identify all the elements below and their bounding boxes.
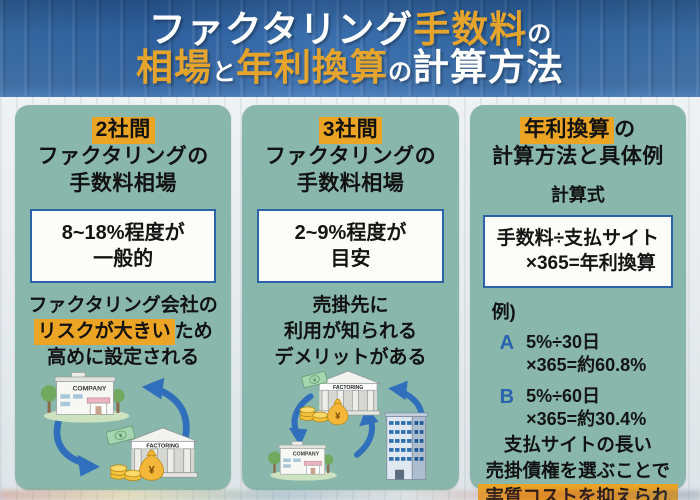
formula-line1: 手数料÷支払サイト xyxy=(496,227,660,249)
card-annual-rate-heading: 年利換算の 計算方法と具体例 xyxy=(492,117,664,171)
note-annual-rate: 支払サイトの長い 売掛債権を選ぶことで 実質コストを抑えられる xyxy=(477,432,678,500)
title-banner: ファクタリング手数料の 相場と年利換算の計算方法 xyxy=(0,0,700,97)
example-row-a: A 5%÷30日 ×365=約60.8% xyxy=(492,331,668,378)
note-two-company: ファクタリング会社の リスクが大きいため 高めに設定される xyxy=(29,293,218,372)
money-bag-icon: ¥ xyxy=(139,450,164,481)
example-calc-line1: 5%÷60日 xyxy=(526,385,601,406)
money-bag-icon: ¥ xyxy=(327,399,349,426)
note-line1: ファクタリング会社の xyxy=(28,294,218,316)
title-text: ファクタリング xyxy=(148,8,414,50)
title-line-1: ファクタリング手数料の xyxy=(136,8,564,50)
examples-section: 例) A 5%÷30日 ×365=約60.8% B 5%÷60日 ×365=約3… xyxy=(478,294,678,432)
note-three-company: 売掛先に 利用が知られる デメリットがある xyxy=(274,293,426,372)
example-calc-line2: ×365=約30.4% xyxy=(526,409,647,430)
two-company-flow-illustration: COMPANY FACTORING xyxy=(40,372,198,482)
example-row-b: B 5%÷60日 ×365=約30.4% xyxy=(492,385,668,432)
rate-line2: 目安 xyxy=(330,247,371,270)
rate-line2: 一般的 xyxy=(93,247,154,270)
example-label: 例) xyxy=(491,302,516,323)
bag-yen-label: ¥ xyxy=(335,411,341,422)
three-company-flow-illustration: FACTORING xyxy=(268,371,428,481)
note-line2: 利用が知られる xyxy=(283,320,417,342)
example-text: 5%÷30日 ×365=約60.8% xyxy=(526,331,646,378)
note-line1: 支払サイトの長い xyxy=(503,433,652,455)
bag-yen-label: ¥ xyxy=(148,465,155,477)
example-id: B xyxy=(499,385,515,408)
card-two-company-heading: 2社間 ファクタリングの 手数料相場 xyxy=(38,117,209,198)
card-row: 2社間 ファクタリングの 手数料相場 8~18%程度が 一般的 ファクタリング会… xyxy=(15,105,686,500)
coin-stack-icon xyxy=(299,406,329,423)
formula-label: 計算式 xyxy=(550,184,605,205)
factoring-label: FACTORING xyxy=(333,385,363,391)
heading-line3: 手数料相場 xyxy=(69,171,177,195)
heading-highlight-nenri: 年利換算 xyxy=(520,117,615,144)
title-particle-no: の xyxy=(388,58,412,86)
title-text-method: 計算方法 xyxy=(412,46,564,88)
title-particle: の xyxy=(527,20,552,48)
formula-line2: ×365=年利換算 xyxy=(525,253,656,275)
bill-yen-label: ¥ xyxy=(313,378,317,385)
heading-line2: ファクタリングの xyxy=(264,144,437,168)
page-title: ファクタリング手数料の 相場と年利換算の計算方法 xyxy=(136,8,564,88)
note-after: ため xyxy=(174,320,213,342)
company-label: COMPANY xyxy=(293,452,320,458)
heading-suffix: の xyxy=(614,118,636,141)
example-id: A xyxy=(499,332,515,355)
example-calc-line1: 5%÷30日 xyxy=(526,332,601,353)
title-gold-nenri: 年利換算 xyxy=(236,46,388,88)
factoring-label: FACTORING xyxy=(146,444,180,450)
title-gold-fee: 手数料 xyxy=(413,8,528,50)
card-three-company: 3社間 ファクタリングの 手数料相場 2~9%程度が 目安 売掛先に 利用が知ら… xyxy=(242,105,459,490)
card-two-company: 2社間 ファクタリングの 手数料相場 8~18%程度が 一般的 ファクタリング会… xyxy=(15,105,232,490)
office-tower-illustration xyxy=(385,412,428,481)
card-three-company-heading: 3社間 ファクタリングの 手数料相場 xyxy=(265,117,436,198)
title-gold-souba: 相場 xyxy=(136,46,212,88)
heading-highlight-2sha: 2社間 xyxy=(91,117,155,144)
title-particle-to: と xyxy=(212,58,236,86)
card-annual-rate: 年利換算の 計算方法と具体例 計算式 手数料÷支払サイト ×365=年利換算 例… xyxy=(469,105,686,500)
title-line-2: 相場と年利換算の計算方法 xyxy=(136,46,564,88)
note-highlight-risk: リスクが大きい xyxy=(33,318,175,346)
rate-line1: 8~18%程度が xyxy=(61,221,185,244)
money-bill-icon: ¥ xyxy=(105,426,136,446)
heading-line2: 計算方法と具体例 xyxy=(491,144,664,168)
heading-line2: ファクタリングの xyxy=(37,144,209,168)
money-bill-icon: ¥ xyxy=(301,371,328,389)
rate-box-three-company: 2~9%程度が 目安 xyxy=(257,208,444,283)
company-building-illustration: COMPANY xyxy=(40,372,130,423)
coin-stack-icon xyxy=(110,464,142,482)
rate-line1: 2~9%程度が xyxy=(294,221,407,244)
heading-line3: 手数料相場 xyxy=(296,171,405,195)
example-calc-line2: ×365=約60.8% xyxy=(526,355,647,376)
note-line3: デメリットがある xyxy=(274,347,427,369)
rate-box-two-company: 8~18%程度が 一般的 xyxy=(30,208,217,283)
heading-highlight-3sha: 3社間 xyxy=(318,117,383,144)
note-line1: 売掛先に xyxy=(312,294,389,316)
formula-box: 手数料÷支払サイト ×365=年利換算 xyxy=(482,214,673,289)
bill-yen-label: ¥ xyxy=(119,433,124,440)
cycle-arrow-icon xyxy=(289,381,426,459)
note-line3: 高めに設定される xyxy=(47,347,200,369)
company-building-illustration: COMPANY xyxy=(268,441,338,481)
company-label: COMPANY xyxy=(73,386,107,393)
example-text: 5%÷60日 ×365=約30.4% xyxy=(526,385,646,432)
background-photo-strip xyxy=(0,490,700,500)
note-highlight-cost: 実質コストを抑えられる xyxy=(477,484,678,500)
note-line2: 売掛債権を選ぶことで xyxy=(485,459,671,481)
